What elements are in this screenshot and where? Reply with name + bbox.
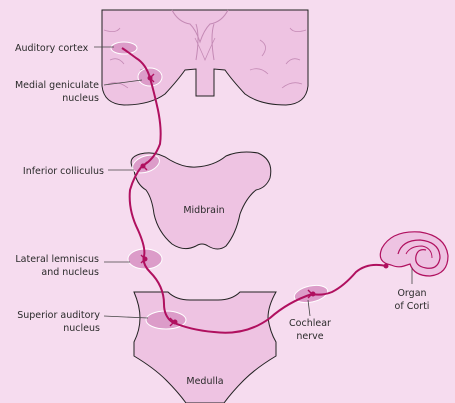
cochlea <box>379 231 449 277</box>
label-cochlear-nerve: Cochlear <box>289 318 331 329</box>
auditory-pathway <box>121 47 389 334</box>
auditory-cortex-nucleus <box>110 41 138 55</box>
label-cochlear-nerve-line2: nerve <box>296 331 323 342</box>
label-superior-auditory-line2: nucleus <box>63 323 100 334</box>
leader-lines <box>94 46 413 319</box>
label-organ-of-corti: Organ <box>397 288 426 299</box>
label-midbrain: Midbrain <box>183 205 224 216</box>
label-lateral-lemniscus-line2: and nucleus <box>41 267 99 278</box>
label-medulla: Medulla <box>186 376 223 387</box>
label-superior-auditory: Superior auditory <box>17 310 100 321</box>
midbrain-section <box>130 151 272 250</box>
label-lateral-lemniscus: Lateral lemniscus <box>15 254 99 265</box>
label-medial-geniculate: Medial geniculate <box>15 80 99 91</box>
label-organ-of-corti-line2: of Corti <box>395 301 430 312</box>
labels: Auditory cortex Medial geniculate nucleu… <box>15 43 429 387</box>
forebrain-section <box>101 9 309 106</box>
label-medial-geniculate-line2: nucleus <box>62 93 99 104</box>
label-inferior-colliculus: Inferior colliculus <box>23 166 104 177</box>
label-auditory-cortex: Auditory cortex <box>15 43 89 54</box>
